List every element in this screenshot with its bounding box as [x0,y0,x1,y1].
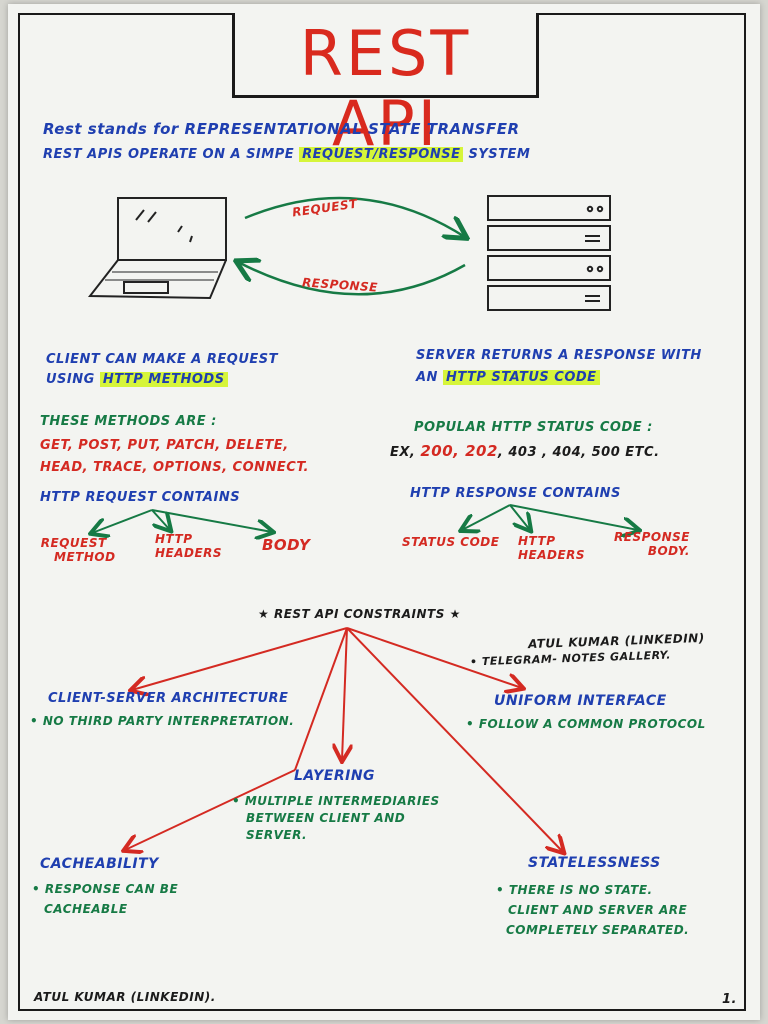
status-codes-line: EX, 200, 202, 403 , 404, 500 ETC. [390,442,660,460]
request-heading: HTTP REQUEST CONTAINS [40,490,241,505]
server-rack-icon [487,195,611,311]
laptop-icon [87,197,227,300]
title-box: REST API [232,13,539,159]
http-methods-highlight: HTTP METHODS [99,372,228,387]
constraint-cacheability-title: CACHEABILITY [40,856,159,872]
constraint-cacheability-note-line-1: • RESPONSE CAN BE [32,882,179,896]
constraint-layering-note-line-1: • MULTIPLE INTERMEDIARIES [232,794,440,808]
star-icon: ★ [258,607,270,621]
server-line-2: AN HTTP STATUS CODE [416,370,600,385]
intro-line-2-suffix: SYSTEM [463,147,531,162]
request-response-highlight: REQUEST/RESPONSE [299,147,464,162]
page-title: REST API [299,17,472,160]
response-part-headers-line-2: HEADERS [518,548,586,562]
request-part-headers-line-2: HEADERS [155,546,223,560]
methods-line-2: HEAD, TRACE, OPTIONS, CONNECT. [40,460,309,475]
server-line-1: SERVER RETURNS A RESPONSE WITH [416,348,702,363]
constraint-statelessness-title: STATELESSNESS [528,855,661,871]
constraint-layering-note-line-2: BETWEEN CLIENT AND [246,811,406,825]
constraints-heading-text: REST API CONSTRAINTS [273,607,445,621]
methods-heading: THESE METHODS ARE : [40,414,217,429]
intro-acronym-expansion: REPRESENTATIONAL STATE TRANSFER [184,120,520,138]
response-part-status: STATUS CODE [402,535,500,549]
response-part-body-line-2: BODY. [647,544,690,558]
constraint-arrows [125,627,563,852]
constraint-statelessness-note-line-1: • THERE IS NO STATE. [496,883,653,897]
server-line-2-prefix: AN [416,370,443,385]
response-part-body-line-1: RESPONSE [614,530,690,544]
client-line-1: CLIENT CAN MAKE A REQUEST [46,352,278,367]
response-part-body: RESPONSE BODY. [614,530,690,558]
response-heading: HTTP RESPONSE CONTAINS [410,486,621,501]
intro-line-1-prefix: Rest stands for [43,120,185,138]
constraints-heading: ★ REST API CONSTRAINTS ★ [258,607,461,621]
response-part-headers: HTTP HEADERS [518,534,585,562]
request-part-headers-line-1: HTTP [155,532,193,546]
request-part-method-line-1: REQUEST [40,536,107,550]
status-codes-rest: , 403 , 404, 500 ETC. [497,445,660,460]
page-number: 1. [722,992,737,1007]
request-part-method-line-2: METHOD [54,550,116,564]
footer-author: ATUL KUMAR (LINKEDIN). [34,990,216,1004]
request-part-method: REQUEST METHOD [32,536,116,564]
constraint-statelessness-note-line-2: CLIENT AND SERVER ARE [508,903,688,917]
request-branch-arrows [92,509,272,533]
constraint-statelessness-note-line-3: COMPLETELY SEPARATED. [506,923,690,937]
response-arrow [238,262,466,296]
constraint-uniform-interface-title: UNIFORM INTERFACE [494,693,667,709]
response-part-headers-line-1: HTTP [518,534,556,548]
constraint-layering-title: LAYERING [294,768,376,784]
request-part-body: BODY [262,536,311,554]
status-codes-success: 200, 202 [420,442,498,460]
response-branch-arrows [462,504,638,530]
request-part-headers: HTTP HEADERS [155,532,222,560]
client-line-2-prefix: USING [46,372,100,387]
constraint-client-server-title: CLIENT-SERVER ARCHITECTURE [48,691,289,706]
status-codes-prefix: EX, [390,445,421,460]
client-line-2: USING HTTP METHODS [46,372,228,387]
constraint-layering-note-line-3: SERVER. [246,828,308,842]
status-codes-heading: POPULAR HTTP STATUS CODE : [414,420,653,435]
constraint-uniform-interface-note: • FOLLOW A COMMON PROTOCOL [466,717,706,731]
star-icon: ★ [449,607,461,621]
constraint-cacheability-note-line-2: CACHEABLE [44,902,128,916]
intro-line-2-prefix: REST APIS OPERATE ON A SIMPE [43,147,300,162]
constraint-statelessness-note: • THERE IS NO STATE. CLIENT AND SERVER A… [496,880,689,940]
methods-line-1: GET, POST, PUT, PATCH, DELETE, [40,438,289,453]
constraint-cacheability-note: • RESPONSE CAN BE CACHEABLE [32,879,178,919]
constraint-client-server-note: • NO THIRD PARTY INTERPRETATION. [30,714,295,728]
intro-line-1: Rest stands for REPRESENTATIONAL STATE T… [43,120,520,138]
constraint-layering-note: • MULTIPLE INTERMEDIARIES BETWEEN CLIENT… [232,793,440,844]
request-arrow [244,196,465,237]
http-status-code-highlight: HTTP STATUS CODE [442,370,600,385]
intro-line-2: REST APIS OPERATE ON A SIMPE REQUEST/RES… [43,147,530,162]
